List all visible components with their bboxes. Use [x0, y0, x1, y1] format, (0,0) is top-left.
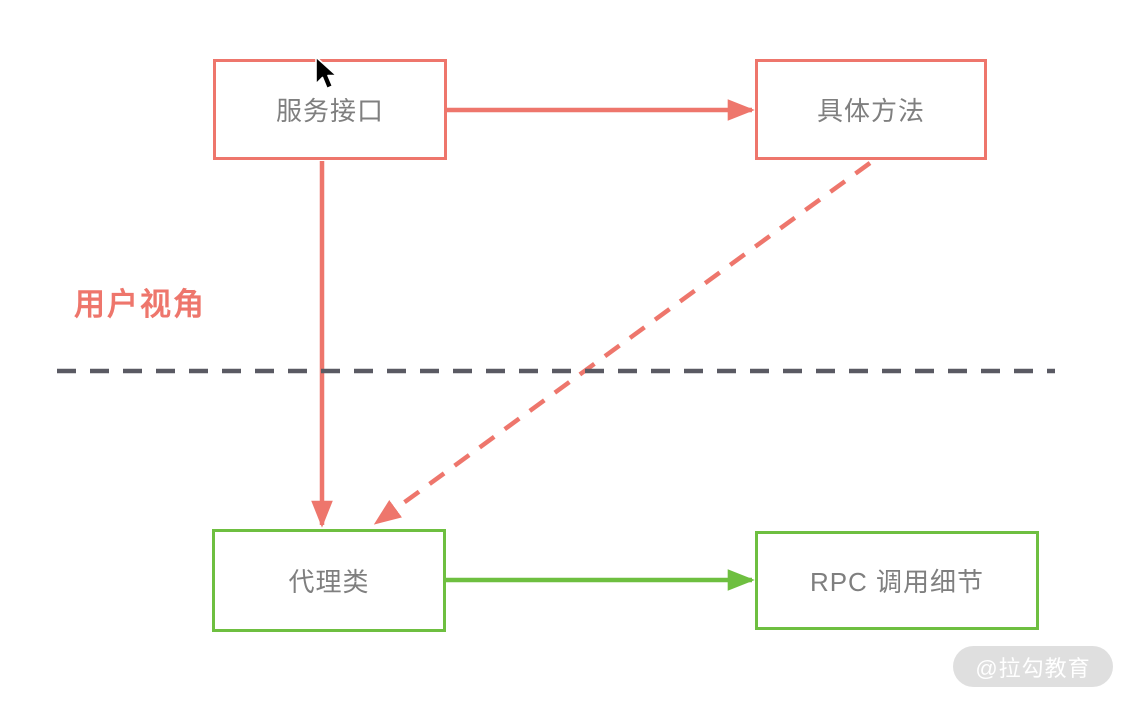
watermark-text: @拉勾教育: [975, 655, 1091, 681]
rpc-details-label: RPC 调用细节: [809, 567, 985, 597]
watermark-badge: @拉勾教育: [953, 646, 1113, 687]
service-interface-box: 服务接口: [213, 59, 447, 160]
proxy-class-box: 代理类: [212, 529, 446, 632]
rpc-details-box: RPC 调用细节: [755, 531, 1039, 630]
user-perspective-label: 用户视角: [74, 287, 206, 322]
service-interface-label: 服务接口: [275, 96, 384, 126]
arrow-method-to-proxy-dashed: [373, 161, 872, 525]
proxy-class-label: 代理类: [288, 567, 370, 597]
concrete-method-label: 具体方法: [816, 96, 925, 126]
concrete-method-box: 具体方法: [755, 59, 987, 160]
